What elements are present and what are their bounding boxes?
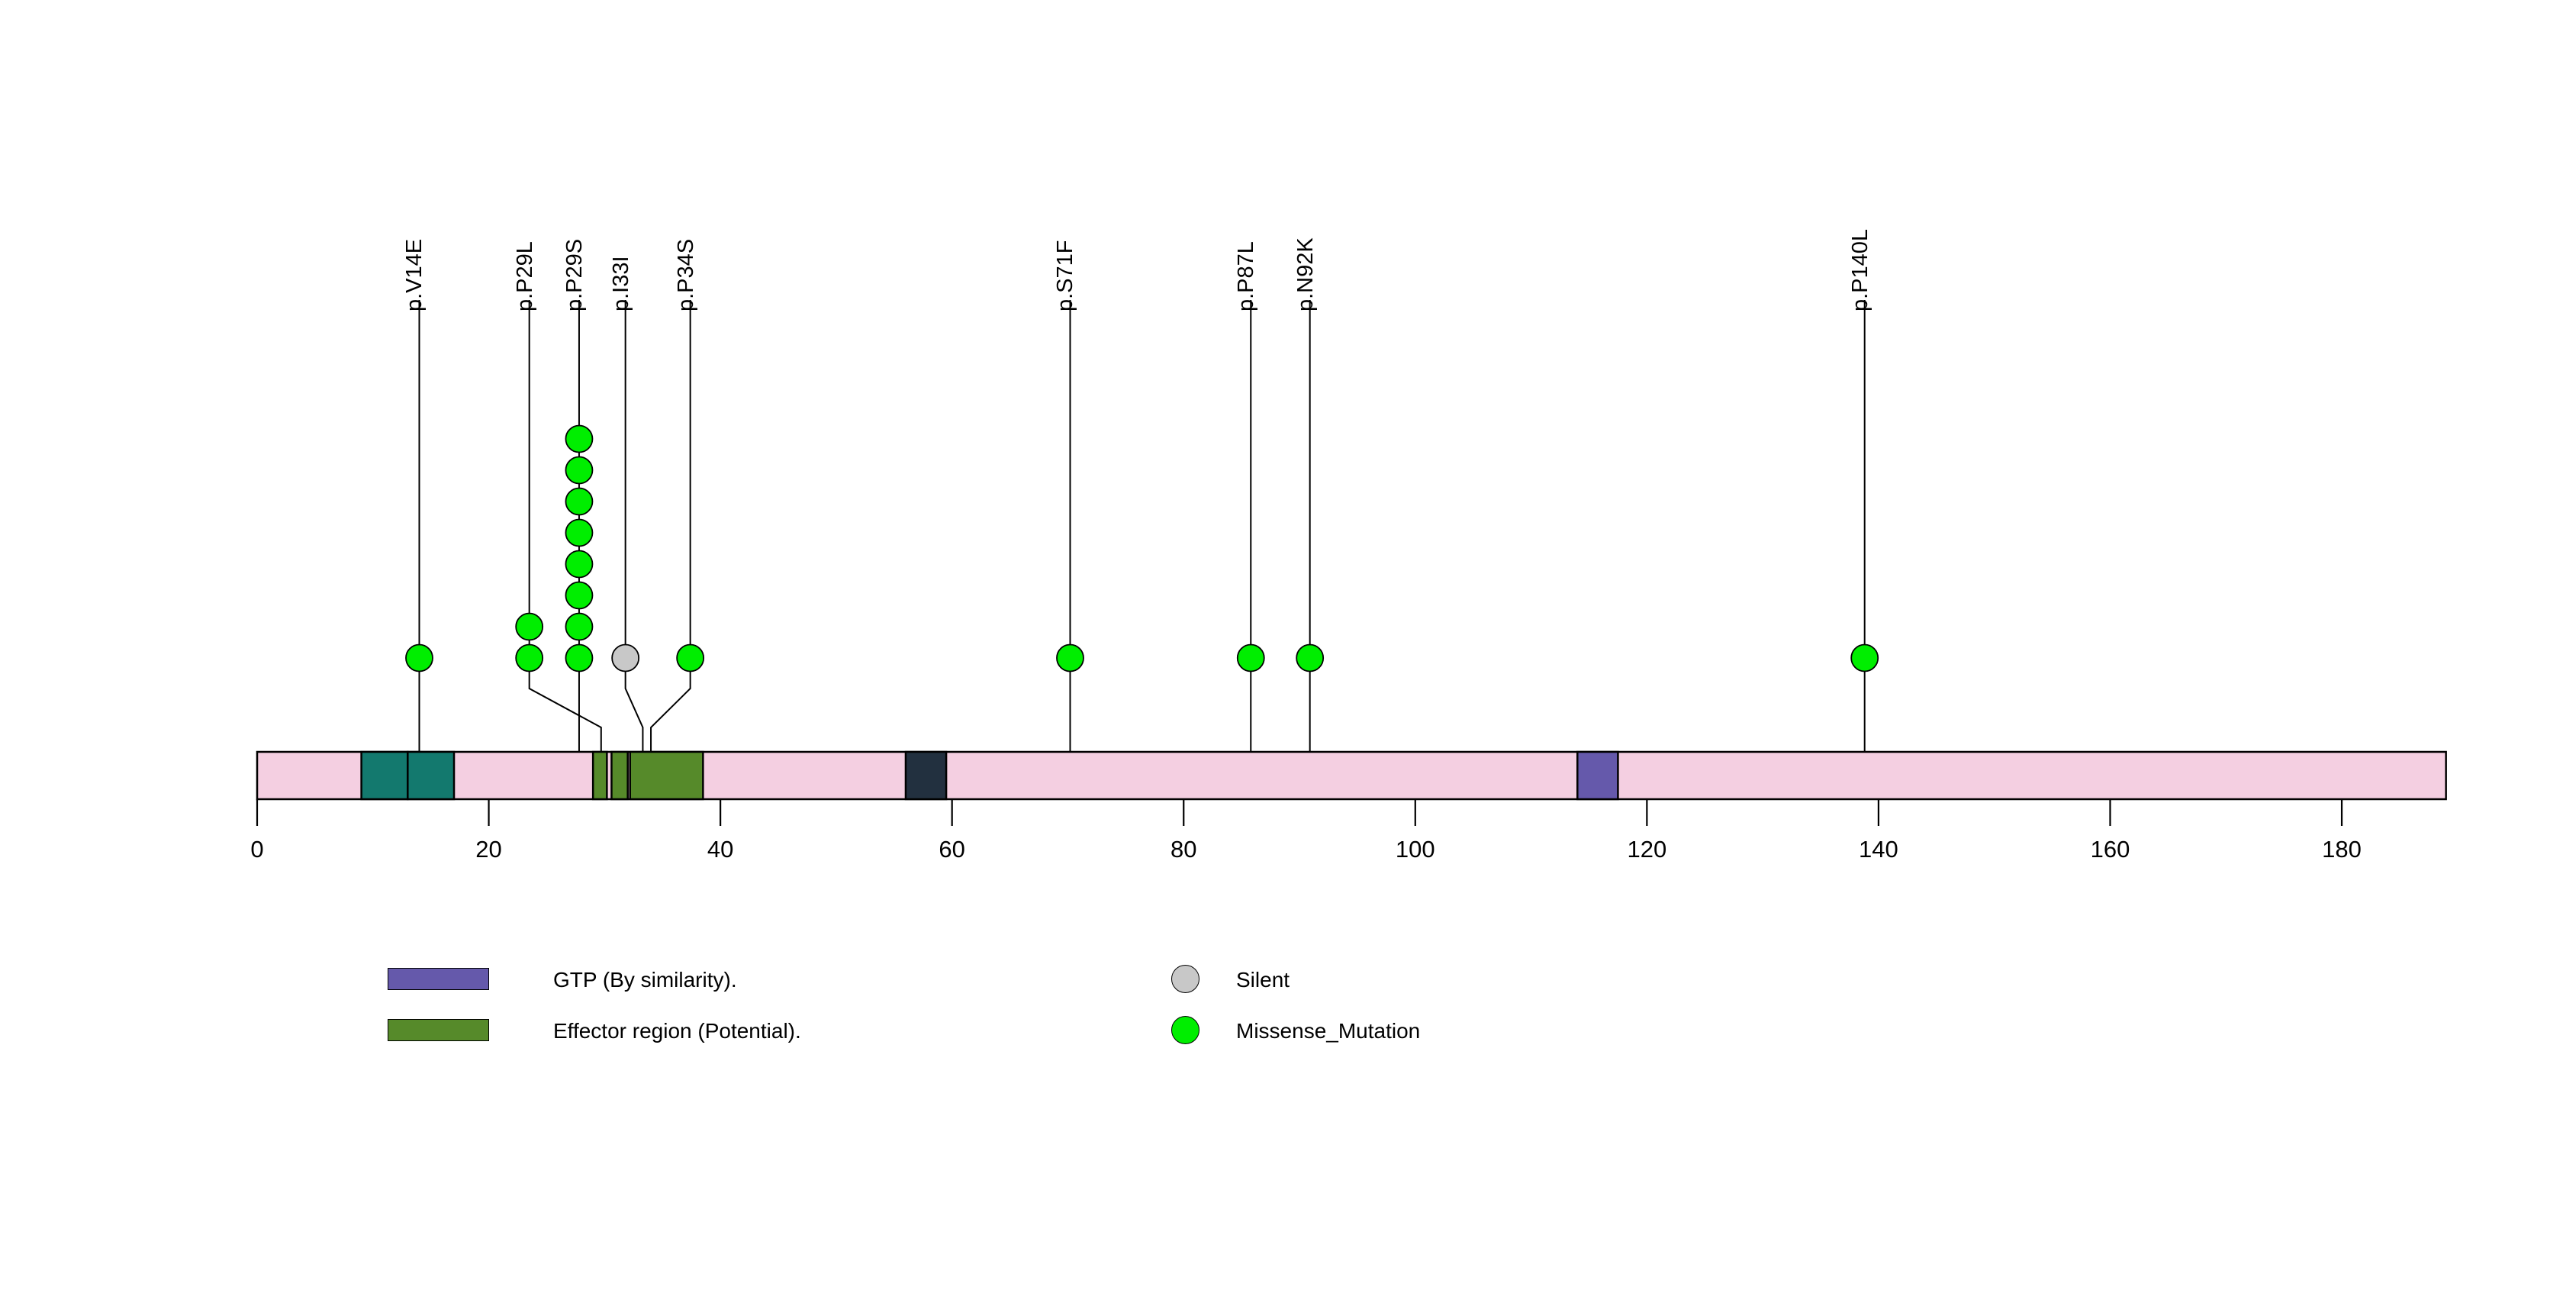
domain-block-0[interactable] — [360, 750, 409, 801]
domain-block-1[interactable] — [407, 750, 456, 801]
mutation-heads — [405, 424, 1879, 672]
legend-swatch-mutation-0 — [1171, 965, 1199, 993]
legend-swatch-mutation-1 — [1171, 1016, 1199, 1044]
axis-tick-label-120: 120 — [1627, 836, 1667, 863]
axis-tick-label-180: 180 — [2322, 836, 2362, 863]
mutation-head-pp34s-0[interactable] — [676, 643, 705, 672]
axis-tick-label-40: 40 — [707, 836, 734, 863]
axis-tick-label-0: 0 — [250, 836, 264, 863]
mutation-head-ps71f-0[interactable] — [1056, 643, 1084, 672]
x-axis — [256, 799, 2343, 826]
mutation-label-pp87l: p.P87L — [1234, 241, 1259, 311]
mutation-head-pi33i-0[interactable] — [611, 643, 640, 672]
protein-backbone-rect — [256, 750, 2447, 801]
legend-label-mutation-0: Silent — [1236, 968, 1290, 992]
domain-block-3[interactable] — [610, 750, 629, 801]
mutation-head-pp29s-6[interactable] — [565, 456, 594, 485]
protein-backbone — [256, 750, 2447, 801]
mutation-stem-pp29l — [528, 300, 602, 799]
domain-block-4[interactable] — [629, 750, 704, 801]
mutation-head-pp29l-1[interactable] — [515, 612, 544, 641]
mutation-label-pp34s: p.P34S — [673, 238, 698, 311]
mutation-label-pp29l: p.P29L — [512, 241, 537, 311]
axis-tick-label-100: 100 — [1395, 836, 1435, 863]
mutation-label-pv14e: p.V14E — [402, 238, 427, 311]
axis-tick-label-20: 20 — [475, 836, 502, 863]
mutation-label-pp140l: p.P140L — [1847, 228, 1872, 311]
legend-swatch-domain-1 — [388, 1019, 489, 1041]
mutation-head-pp29s-3[interactable] — [565, 550, 594, 579]
mutation-label-ps71f: p.S71F — [1053, 240, 1078, 312]
mutation-head-pn92k-0[interactable] — [1296, 643, 1325, 672]
mutation-head-pp29s-2[interactable] — [565, 581, 594, 610]
mutation-head-pp29s-1[interactable] — [565, 612, 594, 641]
legend-label-domain-0: GTP (By similarity). — [553, 968, 737, 992]
mutation-head-pp87l-0[interactable] — [1236, 643, 1265, 672]
mutation-head-pp29s-7[interactable] — [565, 424, 594, 453]
mutation-label-pp29s: p.P29S — [562, 238, 587, 311]
mutation-head-pp29s-0[interactable] — [565, 643, 594, 672]
mutation-stem-pi33i — [624, 300, 644, 799]
domain-block-2[interactable] — [591, 750, 608, 801]
legend-swatch-domain-0 — [388, 968, 489, 990]
mutation-head-pp140l-0[interactable] — [1850, 643, 1879, 672]
mutation-stems — [418, 300, 1866, 799]
axis-tick-label-160: 160 — [2090, 836, 2130, 863]
domain-block-5[interactable] — [904, 750, 948, 801]
mutation-stem-pp34s — [650, 300, 691, 799]
legend-label-domain-1: Effector region (Potential). — [553, 1019, 801, 1043]
mutation-label-pi33i: p.I33I — [608, 256, 633, 311]
axis-tick-label-140: 140 — [1859, 836, 1898, 863]
legend-label-mutation-1: Missense_Mutation — [1236, 1019, 1421, 1043]
mutation-head-pp29s-4[interactable] — [565, 518, 594, 547]
domain-block-6[interactable] — [1576, 750, 1619, 801]
mutation-head-pp29s-5[interactable] — [565, 487, 594, 516]
mutation-head-pp29l-0[interactable] — [515, 643, 544, 672]
axis-tick-label-60: 60 — [939, 836, 965, 863]
mutation-label-pn92k: p.N92K — [1293, 237, 1318, 311]
mutation-head-pv14e-0[interactable] — [405, 643, 433, 672]
axis-tick-label-80: 80 — [1170, 836, 1197, 863]
